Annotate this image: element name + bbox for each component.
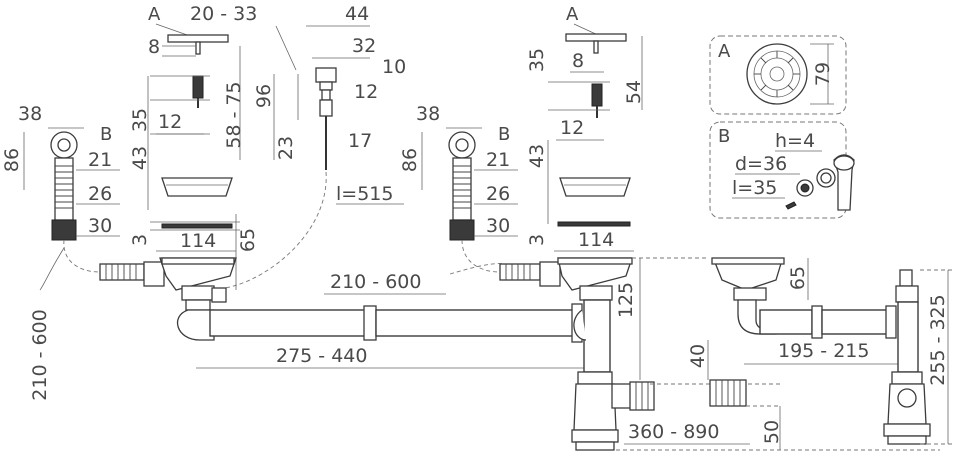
dim-195-215: 195 - 215 bbox=[778, 340, 869, 362]
dim-l515: l=515 bbox=[336, 183, 393, 205]
wall-connector-icon bbox=[709, 379, 747, 407]
label-b-right: B bbox=[498, 124, 510, 145]
dim-3-right: 3 bbox=[526, 234, 548, 246]
label-a-right: A bbox=[566, 4, 579, 25]
dim-26-right: 26 bbox=[486, 183, 510, 205]
dim-12-top: 12 bbox=[354, 81, 378, 103]
dim-30-right: 30 bbox=[486, 215, 510, 237]
dim-32: 32 bbox=[352, 35, 376, 57]
dim-12-right: 12 bbox=[560, 117, 584, 139]
dim-114-right: 114 bbox=[578, 229, 614, 251]
label-b-left: B bbox=[100, 124, 112, 145]
dim-10: 10 bbox=[382, 56, 406, 78]
dim-65-far: 65 bbox=[787, 266, 809, 290]
detail-box-a bbox=[709, 35, 847, 115]
dim-43-right: 43 bbox=[526, 144, 548, 168]
washer-set-icon bbox=[785, 154, 855, 211]
dim-26-left: 26 bbox=[88, 183, 112, 205]
dim-d36: d=36 bbox=[735, 153, 787, 175]
label-a-left: A bbox=[148, 4, 161, 25]
dim-54: 54 bbox=[623, 80, 645, 104]
dim-44: 44 bbox=[345, 3, 369, 25]
dim-65-left: 65 bbox=[237, 228, 259, 252]
connecting-pipe-icon bbox=[209, 303, 583, 343]
dim-h4: h=4 bbox=[775, 130, 815, 152]
dim-210-600-diag: 210 - 600 bbox=[29, 309, 51, 400]
dim-114-left: 114 bbox=[180, 230, 216, 252]
dim-l35: l=35 bbox=[732, 177, 777, 199]
far-right-bottle-trap-icon bbox=[883, 269, 931, 445]
dim-38-right: 38 bbox=[416, 103, 440, 125]
dim-255-325: 255 - 325 bbox=[927, 294, 949, 385]
gasket-left-icon bbox=[161, 223, 233, 229]
basket-right-icon bbox=[559, 177, 631, 197]
dim-35-right: 35 bbox=[526, 48, 548, 72]
basket-left-icon bbox=[161, 177, 233, 197]
dim-3-left: 3 bbox=[129, 234, 151, 246]
dim-21-right: 21 bbox=[486, 149, 510, 171]
dim-86-left: 86 bbox=[1, 148, 23, 172]
dim-12-left: 12 bbox=[158, 111, 182, 133]
far-right-strainer-icon bbox=[711, 257, 785, 335]
dim-125: 125 bbox=[615, 282, 637, 318]
dim-17: 17 bbox=[348, 130, 372, 152]
dim-23: 23 bbox=[275, 136, 297, 160]
strainer-plug-right-icon bbox=[565, 33, 627, 54]
overflow-connector-left-icon bbox=[50, 131, 78, 241]
dim-35-left: 35 bbox=[129, 108, 151, 132]
far-right-pipe-icon bbox=[759, 305, 897, 339]
dim-58-75: 58 - 75 bbox=[223, 81, 245, 148]
dim-38-left: 38 bbox=[18, 103, 42, 125]
dim-43-left: 43 bbox=[129, 146, 151, 170]
dim-8-left: 8 bbox=[148, 36, 160, 58]
gasket-right-icon bbox=[557, 221, 631, 227]
dim-20-33: 20 - 33 bbox=[190, 3, 257, 25]
dim-360-890: 360 - 890 bbox=[628, 421, 719, 443]
overflow-head-icon bbox=[315, 67, 337, 170]
dim-86-right: 86 bbox=[399, 148, 421, 172]
dim-96: 96 bbox=[253, 84, 275, 108]
outlet-right-icon bbox=[499, 257, 633, 373]
screw-right-icon bbox=[591, 83, 603, 118]
detail-a-letter: A bbox=[718, 41, 731, 62]
outlet-left-icon bbox=[99, 257, 237, 341]
dim-275-440: 275 - 440 bbox=[276, 345, 367, 367]
dim-8-right: 8 bbox=[572, 50, 584, 72]
strainer-top-view-icon bbox=[746, 43, 808, 105]
bottle-trap-center-icon bbox=[571, 371, 655, 451]
screw-left-icon bbox=[192, 75, 204, 108]
dim-79: 79 bbox=[812, 62, 834, 86]
detail-b-letter: B bbox=[718, 126, 730, 147]
dim-21-left: 21 bbox=[88, 149, 112, 171]
dim-210-600-mid: 210 - 600 bbox=[330, 271, 421, 293]
overflow-connector-right-icon bbox=[448, 131, 476, 241]
dim-50: 50 bbox=[761, 420, 783, 444]
dim-40: 40 bbox=[687, 344, 709, 368]
dim-30-left: 30 bbox=[88, 215, 112, 237]
strainer-plug-left-icon bbox=[167, 34, 229, 55]
